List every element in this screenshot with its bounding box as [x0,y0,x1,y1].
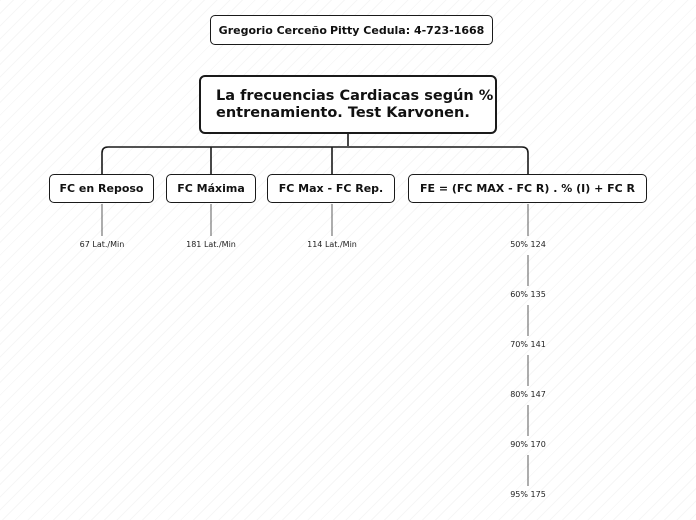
leaf-value[interactable]: 50% 124 [510,240,546,249]
node-fc-reposo[interactable]: FC en Reposo [49,174,154,203]
node-label: FE = (FC MAX - FC R) . % (I) + FC R [419,182,636,195]
root-node[interactable]: La frecuencias Cardiacas según % entrena… [199,75,497,134]
leaf-value[interactable]: 60% 135 [510,290,546,299]
leaf-value[interactable]: 90% 170 [510,440,546,449]
leaf-value[interactable]: 80% 147 [510,390,546,399]
leaf-value[interactable]: 95% 175 [510,490,546,499]
root-title-line1: La frecuencias Cardiacas según % [216,87,494,104]
root-title-line2: entrenamiento. Test Karvonen. [216,104,470,121]
node-fe-formula[interactable]: FE = (FC MAX - FC R) . % (I) + FC R [408,174,647,203]
node-fc-maxima[interactable]: FC Máxima [166,174,256,203]
node-label: FC Max - FC Rep. [278,182,384,195]
branch-bus [101,146,529,174]
node-label: FC Máxima [177,182,245,195]
author-name: Gregorio Cerceño [218,23,327,37]
leaf-value[interactable]: 181 Lat./Min [186,240,236,249]
author-node[interactable]: Gregorio Cerceño Pitty Cedula: 4-723-166… [210,15,493,45]
leaf-value[interactable]: 114 Lat./Min [307,240,357,249]
leaf-value[interactable]: 67 Lat./Min [79,240,125,249]
author-id: Pitty Cedula: 4-723-1668 [329,23,485,37]
node-fc-max-rep[interactable]: FC Max - FC Rep. [267,174,395,203]
leaf-value[interactable]: 70% 141 [510,340,546,349]
node-label: FC en Reposo [59,182,144,195]
